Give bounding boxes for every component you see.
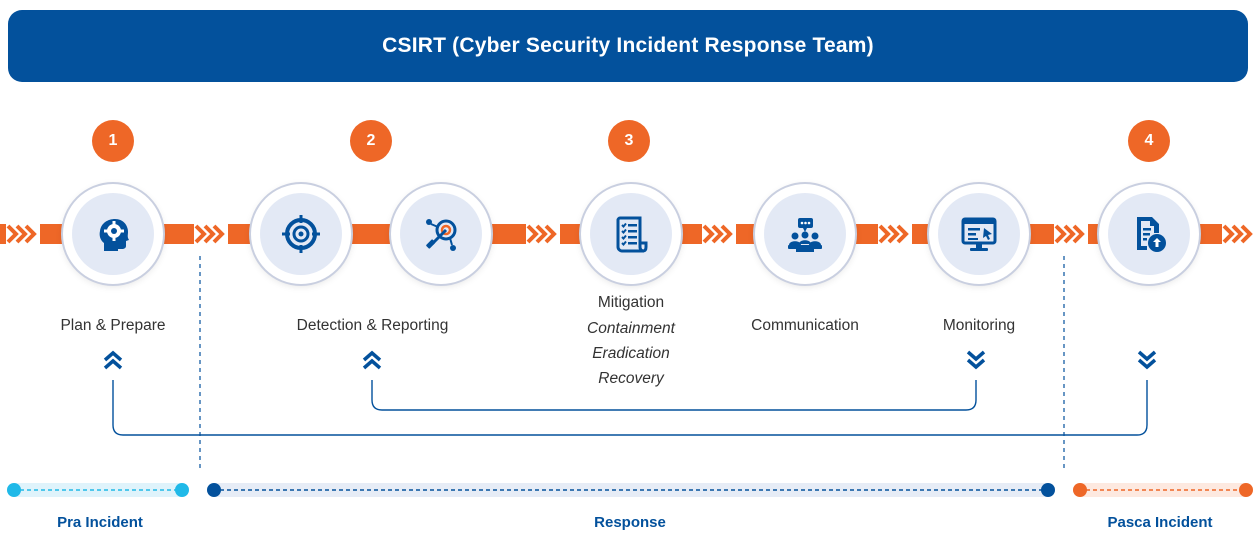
title-banner: CSIRT (Cyber Security Incident Response … — [8, 10, 1248, 82]
label-containment: Containment — [587, 320, 675, 337]
phase-label-pasca-incident: Pasca Incident — [1107, 514, 1213, 531]
double-chevron-up-icon — [362, 350, 382, 370]
double-chevron-down-icon — [966, 350, 986, 370]
label-monitoring: Monitoring — [942, 317, 1016, 334]
checklist-icon — [616, 216, 648, 253]
node-reporting — [391, 184, 491, 284]
label-plan-prepare: Plan & Prepare — [60, 317, 166, 334]
step-badge-3: 3 — [608, 120, 650, 162]
step-badge-2: 2 — [350, 120, 392, 162]
phase-dot — [1073, 483, 1087, 497]
monitor-icon — [961, 217, 997, 251]
target-icon — [282, 215, 320, 253]
chevrons-icon — [702, 219, 736, 249]
node-detection — [251, 184, 351, 284]
inner-loop-line — [371, 380, 977, 411]
head-gear-icon — [99, 219, 129, 251]
double-chevron-up-icon — [103, 350, 123, 370]
label-mitigation: Mitigation — [597, 294, 665, 311]
phase-label-pra-incident: Pra Incident — [57, 514, 143, 531]
label-detection-reporting: Detection & Reporting — [296, 317, 449, 334]
phase-dot — [1239, 483, 1253, 497]
network-target-icon — [426, 219, 457, 251]
node-plan-prepare — [63, 184, 163, 284]
chevrons-icon — [194, 219, 228, 249]
label-recovery: Recovery — [598, 370, 664, 387]
phase-dot — [7, 483, 21, 497]
label-communication: Communication — [751, 317, 859, 334]
document-upload-icon — [1137, 217, 1166, 252]
page-title: CSIRT (Cyber Security Incident Response … — [382, 34, 874, 57]
step-badge-4: 4 — [1128, 120, 1170, 162]
chevrons-icon — [878, 219, 912, 249]
double-chevron-down-icon — [1137, 350, 1157, 370]
node-mitigation — [581, 184, 681, 284]
phase-strip-response — [214, 483, 1048, 497]
outer-loop-line — [112, 380, 1148, 436]
node-communication — [755, 184, 855, 284]
chevrons-icon — [526, 219, 560, 249]
chevrons-icon — [1054, 219, 1088, 249]
label-eradication: Eradication — [592, 345, 670, 362]
phase-label-response: Response — [594, 514, 666, 531]
chevrons-icon — [6, 219, 40, 249]
phase-dot — [207, 483, 221, 497]
phase-dot — [1041, 483, 1055, 497]
node-post-incident — [1099, 184, 1199, 284]
step-badge-1: 1 — [92, 120, 134, 162]
chat-meeting-icon — [788, 218, 822, 252]
node-monitoring — [929, 184, 1029, 284]
phase-dot — [175, 483, 189, 497]
chevrons-icon — [1222, 219, 1255, 249]
